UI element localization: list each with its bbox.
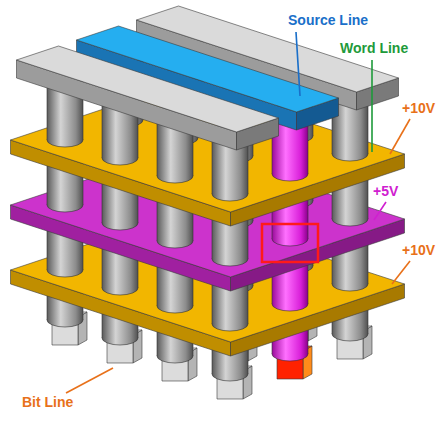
structure: [11, 6, 405, 399]
leader-line: [371, 60, 373, 152]
line-label: Bit Line: [22, 394, 73, 411]
pillar-edge: [212, 134, 213, 194]
pillar-edge: [47, 80, 48, 140]
voltage-label: +10V: [402, 242, 435, 259]
pillar-edge: [102, 98, 103, 158]
line-label: Source Line: [288, 12, 368, 29]
leader-line: [392, 261, 410, 284]
leader-line: [390, 119, 410, 154]
line-label: Word Line: [340, 40, 408, 57]
leader-lines: [66, 32, 410, 393]
line-bar: [17, 46, 279, 150]
pillar-edge: [157, 116, 158, 176]
leader-line: [296, 32, 300, 96]
voltage-label: +10V: [402, 100, 435, 117]
bar-top: [17, 46, 279, 132]
voltage-label: +5V: [373, 183, 398, 200]
leader-line: [66, 368, 113, 393]
selected-cell-box: [262, 224, 318, 262]
leader-line: [374, 202, 386, 220]
